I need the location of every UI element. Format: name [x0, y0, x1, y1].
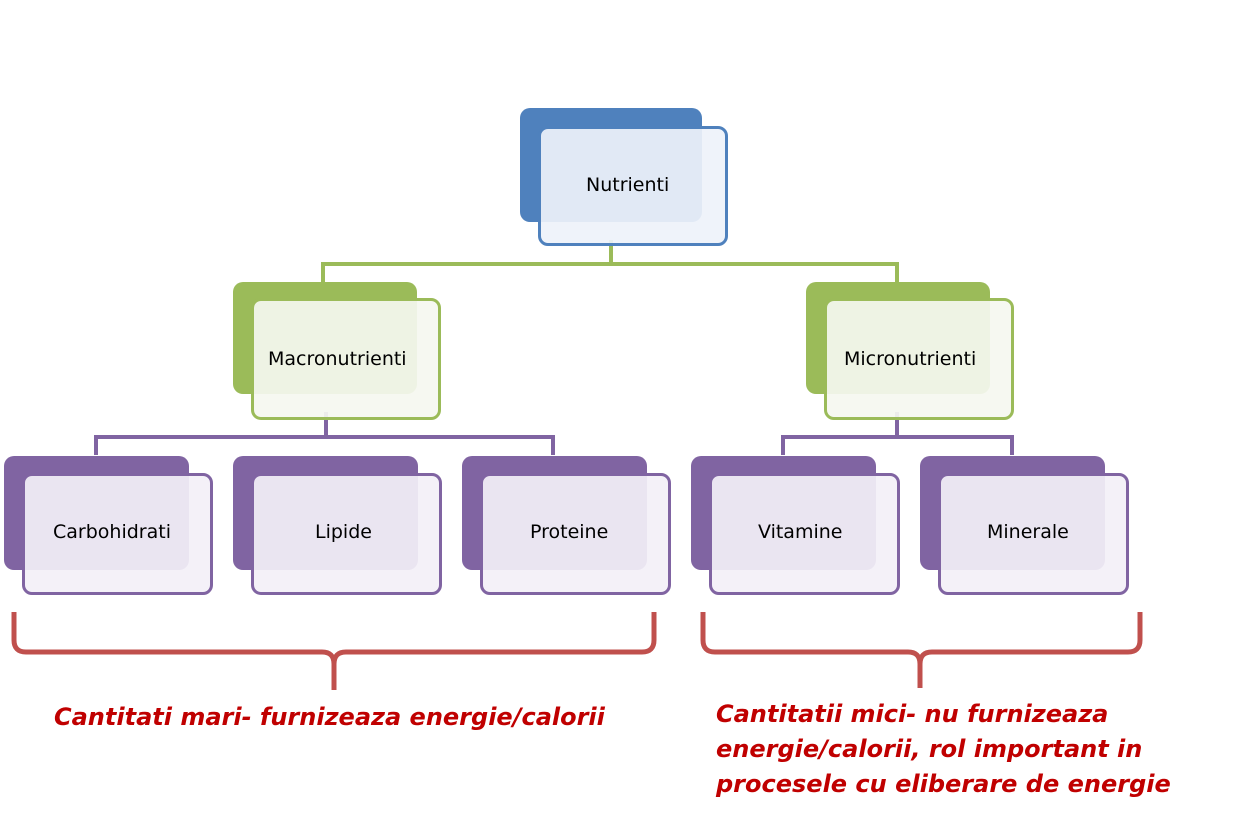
note-micronutrienti: Cantitatii mici- nu furnizeaza energie/c…: [716, 697, 1171, 802]
brace-macro: [11, 612, 657, 690]
node-macronutrienti: Macronutrienti: [233, 282, 441, 420]
node-carbohidrati-label: Carbohidrati: [53, 521, 171, 543]
node-micronutrienti: Micronutrienti: [806, 282, 1014, 420]
brace-micro: [700, 612, 1143, 688]
node-vitamine-label: Vitamine: [758, 521, 843, 543]
node-minerale: Minerale: [920, 456, 1129, 595]
note-micronutrienti-line: Cantitatii mici- nu furnizeaza: [716, 700, 1109, 728]
note-macronutrienti: Cantitati mari- furnizeaza energie/calor…: [54, 703, 605, 731]
node-vitamine: Vitamine: [691, 456, 900, 595]
connector-macro-bar: [94, 435, 555, 455]
node-root: Nutrienti: [520, 108, 728, 248]
node-lipide: Lipide: [233, 456, 442, 595]
node-proteine-label: Proteine: [530, 521, 609, 543]
node-root-label: Nutrienti: [586, 174, 670, 196]
node-macronutrienti-label: Macronutrienti: [268, 348, 407, 370]
node-minerale-label: Minerale: [987, 521, 1069, 543]
node-micronutrienti-label: Micronutrienti: [844, 348, 977, 370]
note-micronutrienti-line: energie/calorii, rol important in: [716, 735, 1143, 763]
connector-micro-bar: [781, 435, 1014, 455]
note-micronutrienti-line: procesele cu eliberare de energie: [716, 770, 1171, 798]
node-proteine: Proteine: [462, 456, 671, 595]
node-lipide-label: Lipide: [315, 521, 372, 543]
node-carbohidrati: Carbohidrati: [4, 456, 213, 595]
connector-root-bar: [321, 262, 899, 282]
